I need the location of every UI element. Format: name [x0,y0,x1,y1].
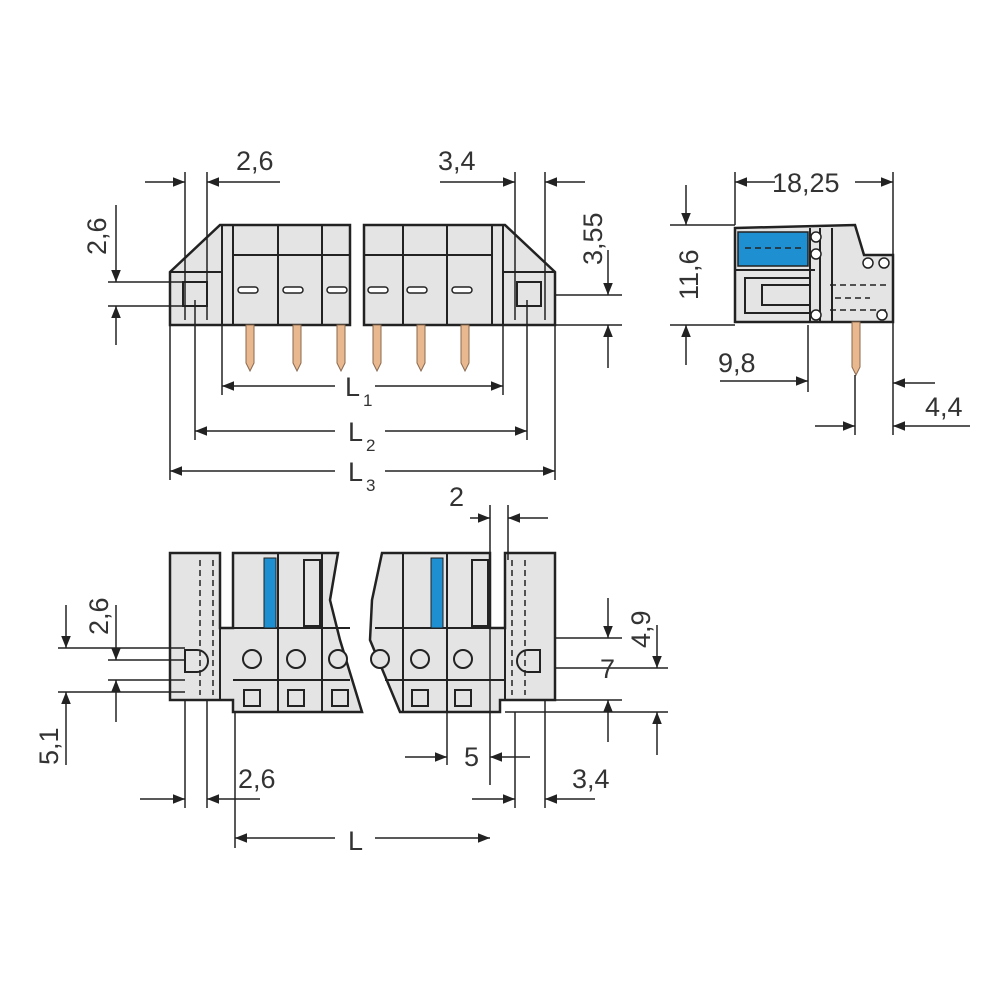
dim-side-height: 11,6 [674,249,704,300]
dim-side-depth: 18,25 [772,168,840,198]
dim-lower: 5,1 [34,727,64,765]
front-pins [245,324,470,373]
dim-side-pin-rear: 4,4 [925,392,963,422]
dim-front-right-offset: 3,4 [438,146,476,176]
side-view: 18,25 11,6 9,8 4,4 [670,168,970,435]
side-pin [851,321,861,377]
dim-front-right-height: 3,55 [578,212,608,265]
dim-side-pin-offset: 9,8 [718,348,756,378]
dim-bottom-left-offset: 2,6 [238,764,276,794]
bottom-view: 2 4,9 7 2,6 5,1 2,6 5 3,4 L [34,482,668,856]
release-button [263,557,277,629]
dim-bottom-left-height: 2,6 [84,597,114,635]
dim-pitch: 5 [464,742,479,772]
dim-front-left-offset: 2,6 [236,146,274,176]
dim-L: L [348,826,363,856]
dim-front-left-height: 2,6 [82,217,112,255]
dim-bottom-right-offset: 3,4 [572,764,610,794]
dim-seven: 7 [600,654,615,684]
dim-gap: 2 [449,482,464,512]
release-button-side [737,231,809,267]
dim-upper: 4,9 [626,610,656,648]
release-button [430,557,444,629]
